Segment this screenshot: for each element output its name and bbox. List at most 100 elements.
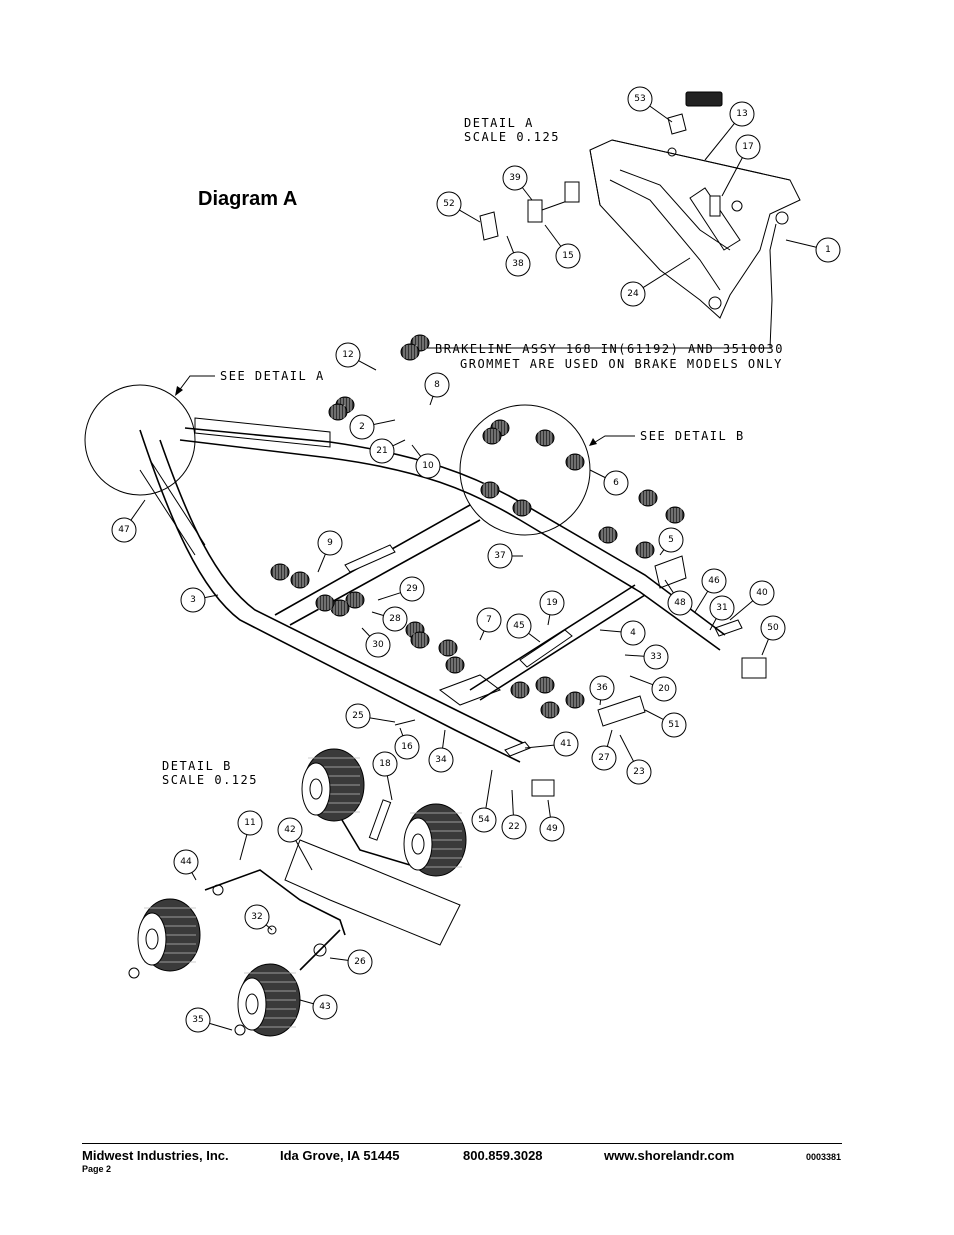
callout-leader bbox=[358, 360, 377, 371]
callout-number: 29 bbox=[406, 584, 418, 594]
callout-leader bbox=[392, 439, 406, 447]
callout-balloon bbox=[701, 568, 727, 594]
callout-number: 7 bbox=[486, 615, 492, 625]
brake-note-line2: GROMMET ARE USED ON BRAKE MODELS ONLY bbox=[460, 357, 783, 371]
footer-rule bbox=[82, 1143, 842, 1144]
callout-balloon bbox=[760, 615, 786, 641]
callout-leader bbox=[371, 611, 384, 616]
callout-51: 51 bbox=[644, 709, 687, 738]
callout-balloon bbox=[553, 731, 579, 757]
callout-50: 50 bbox=[760, 615, 786, 656]
callout-5: 5 bbox=[658, 527, 684, 556]
winch-stand-edges bbox=[589, 139, 791, 291]
arrow-icon bbox=[589, 438, 597, 446]
see-detail-b-text: SEE DETAIL B bbox=[640, 429, 745, 443]
callout-balloon bbox=[627, 86, 653, 112]
callout-26: 26 bbox=[329, 949, 373, 975]
callout-balloon bbox=[347, 949, 373, 975]
callout-number: 19 bbox=[546, 598, 558, 608]
callout-balloon bbox=[180, 587, 206, 613]
callout-balloon bbox=[749, 580, 775, 606]
callout-number: 34 bbox=[435, 755, 447, 765]
callout-balloon bbox=[415, 453, 441, 479]
callout-balloon bbox=[502, 165, 528, 191]
roller-small bbox=[438, 639, 458, 657]
callout-leader bbox=[547, 614, 551, 626]
callout-number: 51 bbox=[668, 720, 679, 730]
callout-leader bbox=[459, 209, 481, 223]
callout-leader bbox=[521, 187, 533, 201]
nut bbox=[128, 967, 140, 979]
taillight-50 bbox=[741, 657, 767, 679]
bunk-board bbox=[194, 417, 331, 448]
callout-number: 1 bbox=[825, 245, 831, 255]
callout-leader bbox=[599, 699, 602, 706]
callout-balloon bbox=[729, 101, 755, 127]
detail-a-label: DETAIL A bbox=[464, 116, 534, 130]
callout-balloon bbox=[394, 734, 420, 760]
roller-shaft-26 bbox=[299, 929, 341, 971]
callout-number: 23 bbox=[633, 767, 644, 777]
callout-9: 9 bbox=[317, 530, 343, 573]
callout-balloon bbox=[487, 543, 513, 569]
callout-36: 36 bbox=[589, 675, 615, 706]
callout-leader bbox=[528, 632, 541, 643]
callout-leader bbox=[506, 235, 515, 254]
callout-number: 44 bbox=[180, 857, 192, 867]
roller-set bbox=[270, 334, 685, 719]
callout-33: 33 bbox=[624, 644, 669, 670]
footer-page: Page 2 bbox=[82, 1164, 112, 1174]
callout-number: 12 bbox=[342, 350, 353, 360]
grommet-1 bbox=[775, 211, 789, 225]
fender-bracket-41 bbox=[504, 741, 531, 757]
see-detail-a: SEE DETAIL A bbox=[175, 369, 325, 396]
bracket-39 bbox=[527, 199, 543, 223]
pad-40 bbox=[714, 619, 743, 637]
callout-2: 2 bbox=[349, 414, 396, 440]
callout-leader bbox=[642, 257, 691, 289]
roller-small bbox=[638, 489, 658, 507]
callout-balloon bbox=[709, 595, 735, 621]
callout-35: 35 bbox=[185, 1007, 233, 1033]
callout-38: 38 bbox=[505, 235, 531, 277]
detail-a-circle bbox=[84, 384, 196, 496]
post-17 bbox=[709, 195, 721, 217]
callout-12: 12 bbox=[335, 342, 377, 371]
callout-29: 29 bbox=[377, 576, 425, 602]
callout-leader bbox=[442, 729, 446, 749]
tongue-strip-47 bbox=[139, 459, 206, 556]
callout-leader bbox=[295, 840, 313, 871]
callout-balloon bbox=[603, 470, 629, 496]
bolt-32 bbox=[267, 925, 277, 935]
roller-small bbox=[565, 691, 585, 709]
roller-small bbox=[410, 631, 430, 649]
roller-43 bbox=[237, 963, 301, 1037]
callout-balloon bbox=[349, 414, 375, 440]
callout-balloon bbox=[661, 712, 687, 738]
callout-number: 43 bbox=[319, 1002, 330, 1012]
callout-3: 3 bbox=[180, 587, 219, 613]
callout-leader bbox=[785, 239, 817, 248]
callout-leader bbox=[369, 717, 396, 723]
callout-balloon bbox=[626, 759, 652, 785]
callout-leader bbox=[386, 775, 393, 801]
callout-leader bbox=[265, 924, 273, 931]
see-detail-a-text: SEE DETAIL A bbox=[220, 369, 325, 383]
callout-number: 27 bbox=[598, 753, 609, 763]
callout-leader bbox=[589, 469, 606, 479]
callout-balloon bbox=[428, 747, 454, 773]
callout-32: 32 bbox=[244, 904, 273, 931]
callout-number: 11 bbox=[244, 818, 255, 828]
callout-17: 17 bbox=[721, 134, 761, 197]
callout-28: 28 bbox=[371, 606, 408, 632]
callout-31: 31 bbox=[709, 595, 735, 631]
callout-number: 54 bbox=[478, 815, 490, 825]
callout-balloon bbox=[735, 134, 761, 160]
callout-leader bbox=[317, 553, 326, 573]
callout-leader bbox=[411, 444, 422, 457]
callout-leader bbox=[361, 627, 371, 637]
footer-website[interactable]: www.shorelandr.com bbox=[604, 1148, 735, 1163]
plate-52 bbox=[479, 211, 499, 241]
callout-balloon bbox=[424, 372, 450, 398]
callout-45: 45 bbox=[506, 613, 541, 643]
